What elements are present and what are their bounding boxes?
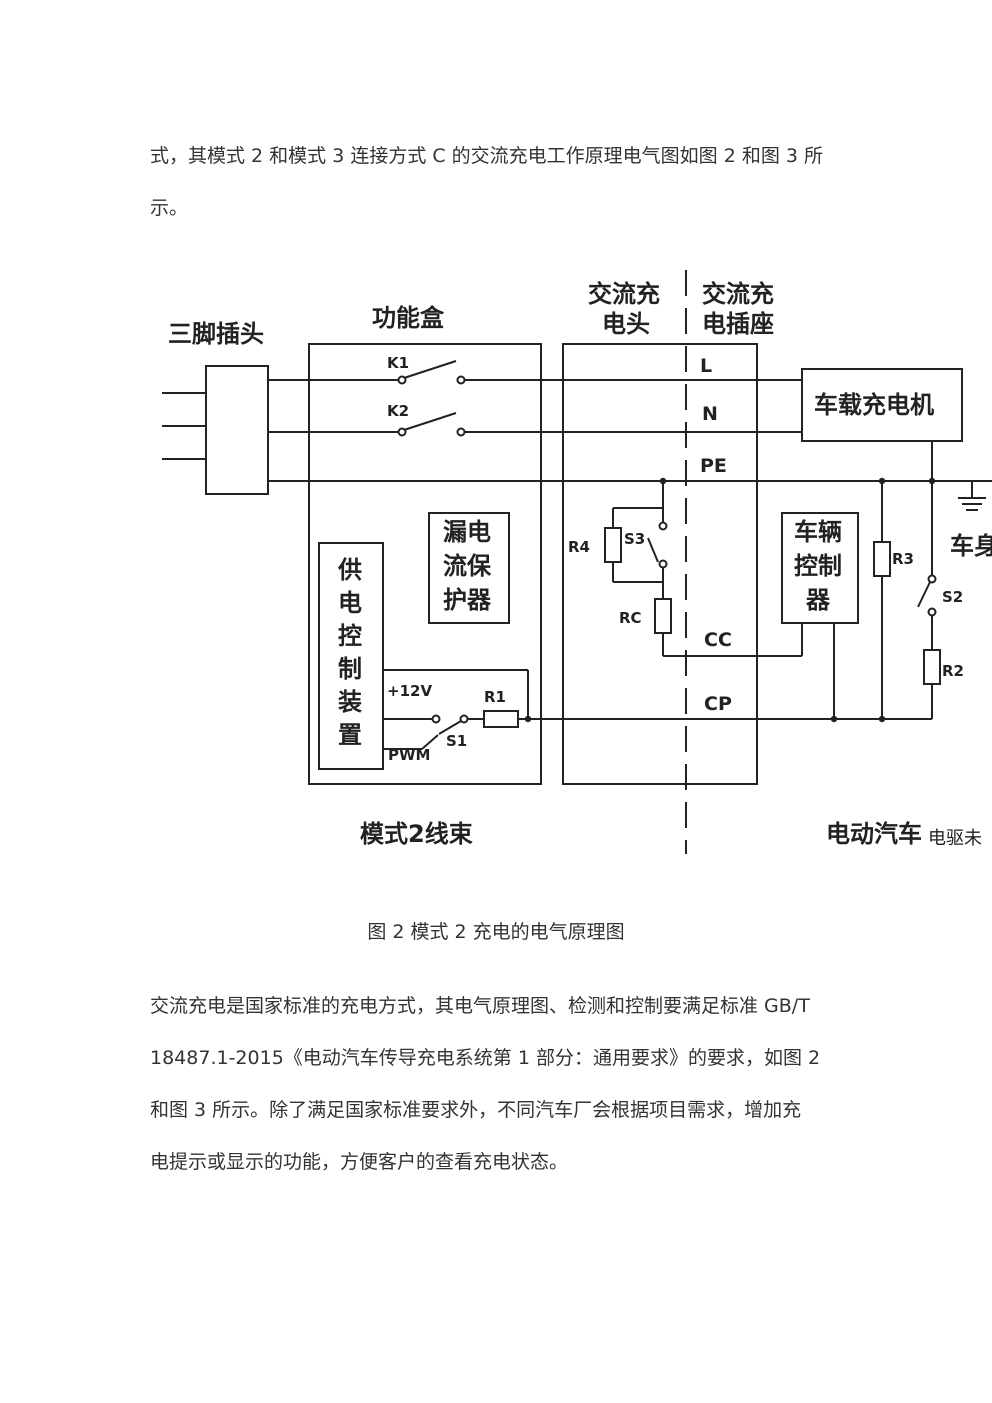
- obc-box: [801, 368, 963, 442]
- label-rc: RC: [619, 609, 642, 627]
- r1-resistor: [483, 710, 519, 728]
- label-k2: K2: [387, 402, 409, 420]
- text-line: 18487.1-2015《电动汽车传导充电系统第 1 部分：通用要求》的要求，如…: [150, 1047, 821, 1069]
- label-r1: R1: [484, 688, 506, 706]
- text-line: 式，其模式 2 和模式 3 连接方式 C 的交流充电工作原理电气图如图 2 和图…: [150, 145, 824, 167]
- text-line: 示。: [150, 197, 189, 219]
- figure-caption: 图 2 模式 2 充电的电气原理图: [367, 921, 625, 943]
- circuit-diagram-svg: 三脚插头 功能盒 交流充 电头 交流充 电插座 车载充电机 K1 K2 L N …: [162, 270, 992, 854]
- label-plug-three-pin: 三脚插头: [168, 320, 264, 348]
- r3-resistor: [873, 541, 891, 577]
- label-pwm: PWM: [388, 746, 430, 764]
- body-paragraph: 交流充电是国家标准的充电方式，其电气原理图、检测和控制要满足标准 GB/T 18…: [150, 980, 850, 1188]
- text-line: 和图 3 所示。除了满足国家标准要求外，不同汽车厂会根据项目需求，增加充: [150, 1099, 802, 1121]
- circuit-diagram: 三脚插头 功能盒 交流充 电头 交流充 电插座 车载充电机 K1 K2 L N …: [150, 262, 992, 866]
- label-ev: 电动汽车: [826, 820, 922, 848]
- label-supply-2: 电: [338, 589, 362, 617]
- label-plus12v: +12V: [387, 682, 432, 700]
- watermark-text: 电驱未: [928, 828, 982, 849]
- label-function-box: 功能盒: [372, 304, 445, 332]
- function-box: [308, 343, 542, 785]
- label-ac-connector-b: 电头: [602, 310, 650, 338]
- label-s2: S2: [942, 588, 963, 606]
- label-supply-1: 供: [337, 556, 362, 584]
- plug-block: [205, 365, 269, 495]
- label-l: L: [700, 355, 712, 377]
- label-ac-inlet-a: 交流充: [702, 280, 774, 308]
- leakage-protector-box: [428, 512, 510, 624]
- r4-resistor: [604, 527, 622, 563]
- label-pe: PE: [700, 455, 727, 477]
- label-cc: CC: [704, 629, 732, 651]
- label-obc: 车载充电机: [814, 391, 934, 419]
- vehicle-controller-box: [781, 512, 859, 624]
- label-mode2-harness: 模式2线束: [360, 820, 474, 848]
- label-r2: R2: [942, 662, 964, 680]
- label-leak-2: 流保: [443, 552, 492, 580]
- connector-box: [562, 343, 758, 785]
- label-supply-4: 制: [338, 655, 362, 683]
- label-car-body: 车身: [950, 532, 992, 560]
- label-s3: S3: [624, 530, 645, 548]
- label-ac-inlet-b: 电插座: [702, 310, 774, 338]
- label-vcu-1: 车辆: [794, 518, 842, 546]
- intro-paragraph: 式，其模式 2 和模式 3 连接方式 C 的交流充电工作原理电气图如图 2 和图…: [150, 130, 850, 234]
- label-n: N: [702, 403, 718, 425]
- rc-resistor: [654, 598, 672, 634]
- label-leak-1: 漏电: [443, 518, 491, 546]
- label-vcu-2: 控制: [794, 552, 842, 580]
- r2-resistor: [923, 649, 941, 685]
- label-supply-6: 置: [338, 721, 362, 749]
- label-cp: CP: [704, 693, 732, 715]
- label-ac-connector-a: 交流充: [588, 280, 660, 308]
- text-line: 电提示或显示的功能，方便客户的查看充电状态。: [150, 1151, 569, 1173]
- label-k1: K1: [387, 354, 409, 372]
- supply-control-box: [318, 542, 384, 770]
- label-supply-3: 控: [338, 622, 362, 650]
- text-line: 交流充电是国家标准的充电方式，其电气原理图、检测和控制要满足标准 GB/T: [150, 995, 810, 1017]
- label-vcu-3: 器: [805, 586, 831, 614]
- label-leak-3: 护器: [443, 586, 492, 614]
- label-r3: R3: [892, 550, 914, 568]
- label-s1: S1: [446, 732, 467, 750]
- label-r4: R4: [568, 538, 590, 556]
- label-supply-5: 装: [338, 688, 362, 716]
